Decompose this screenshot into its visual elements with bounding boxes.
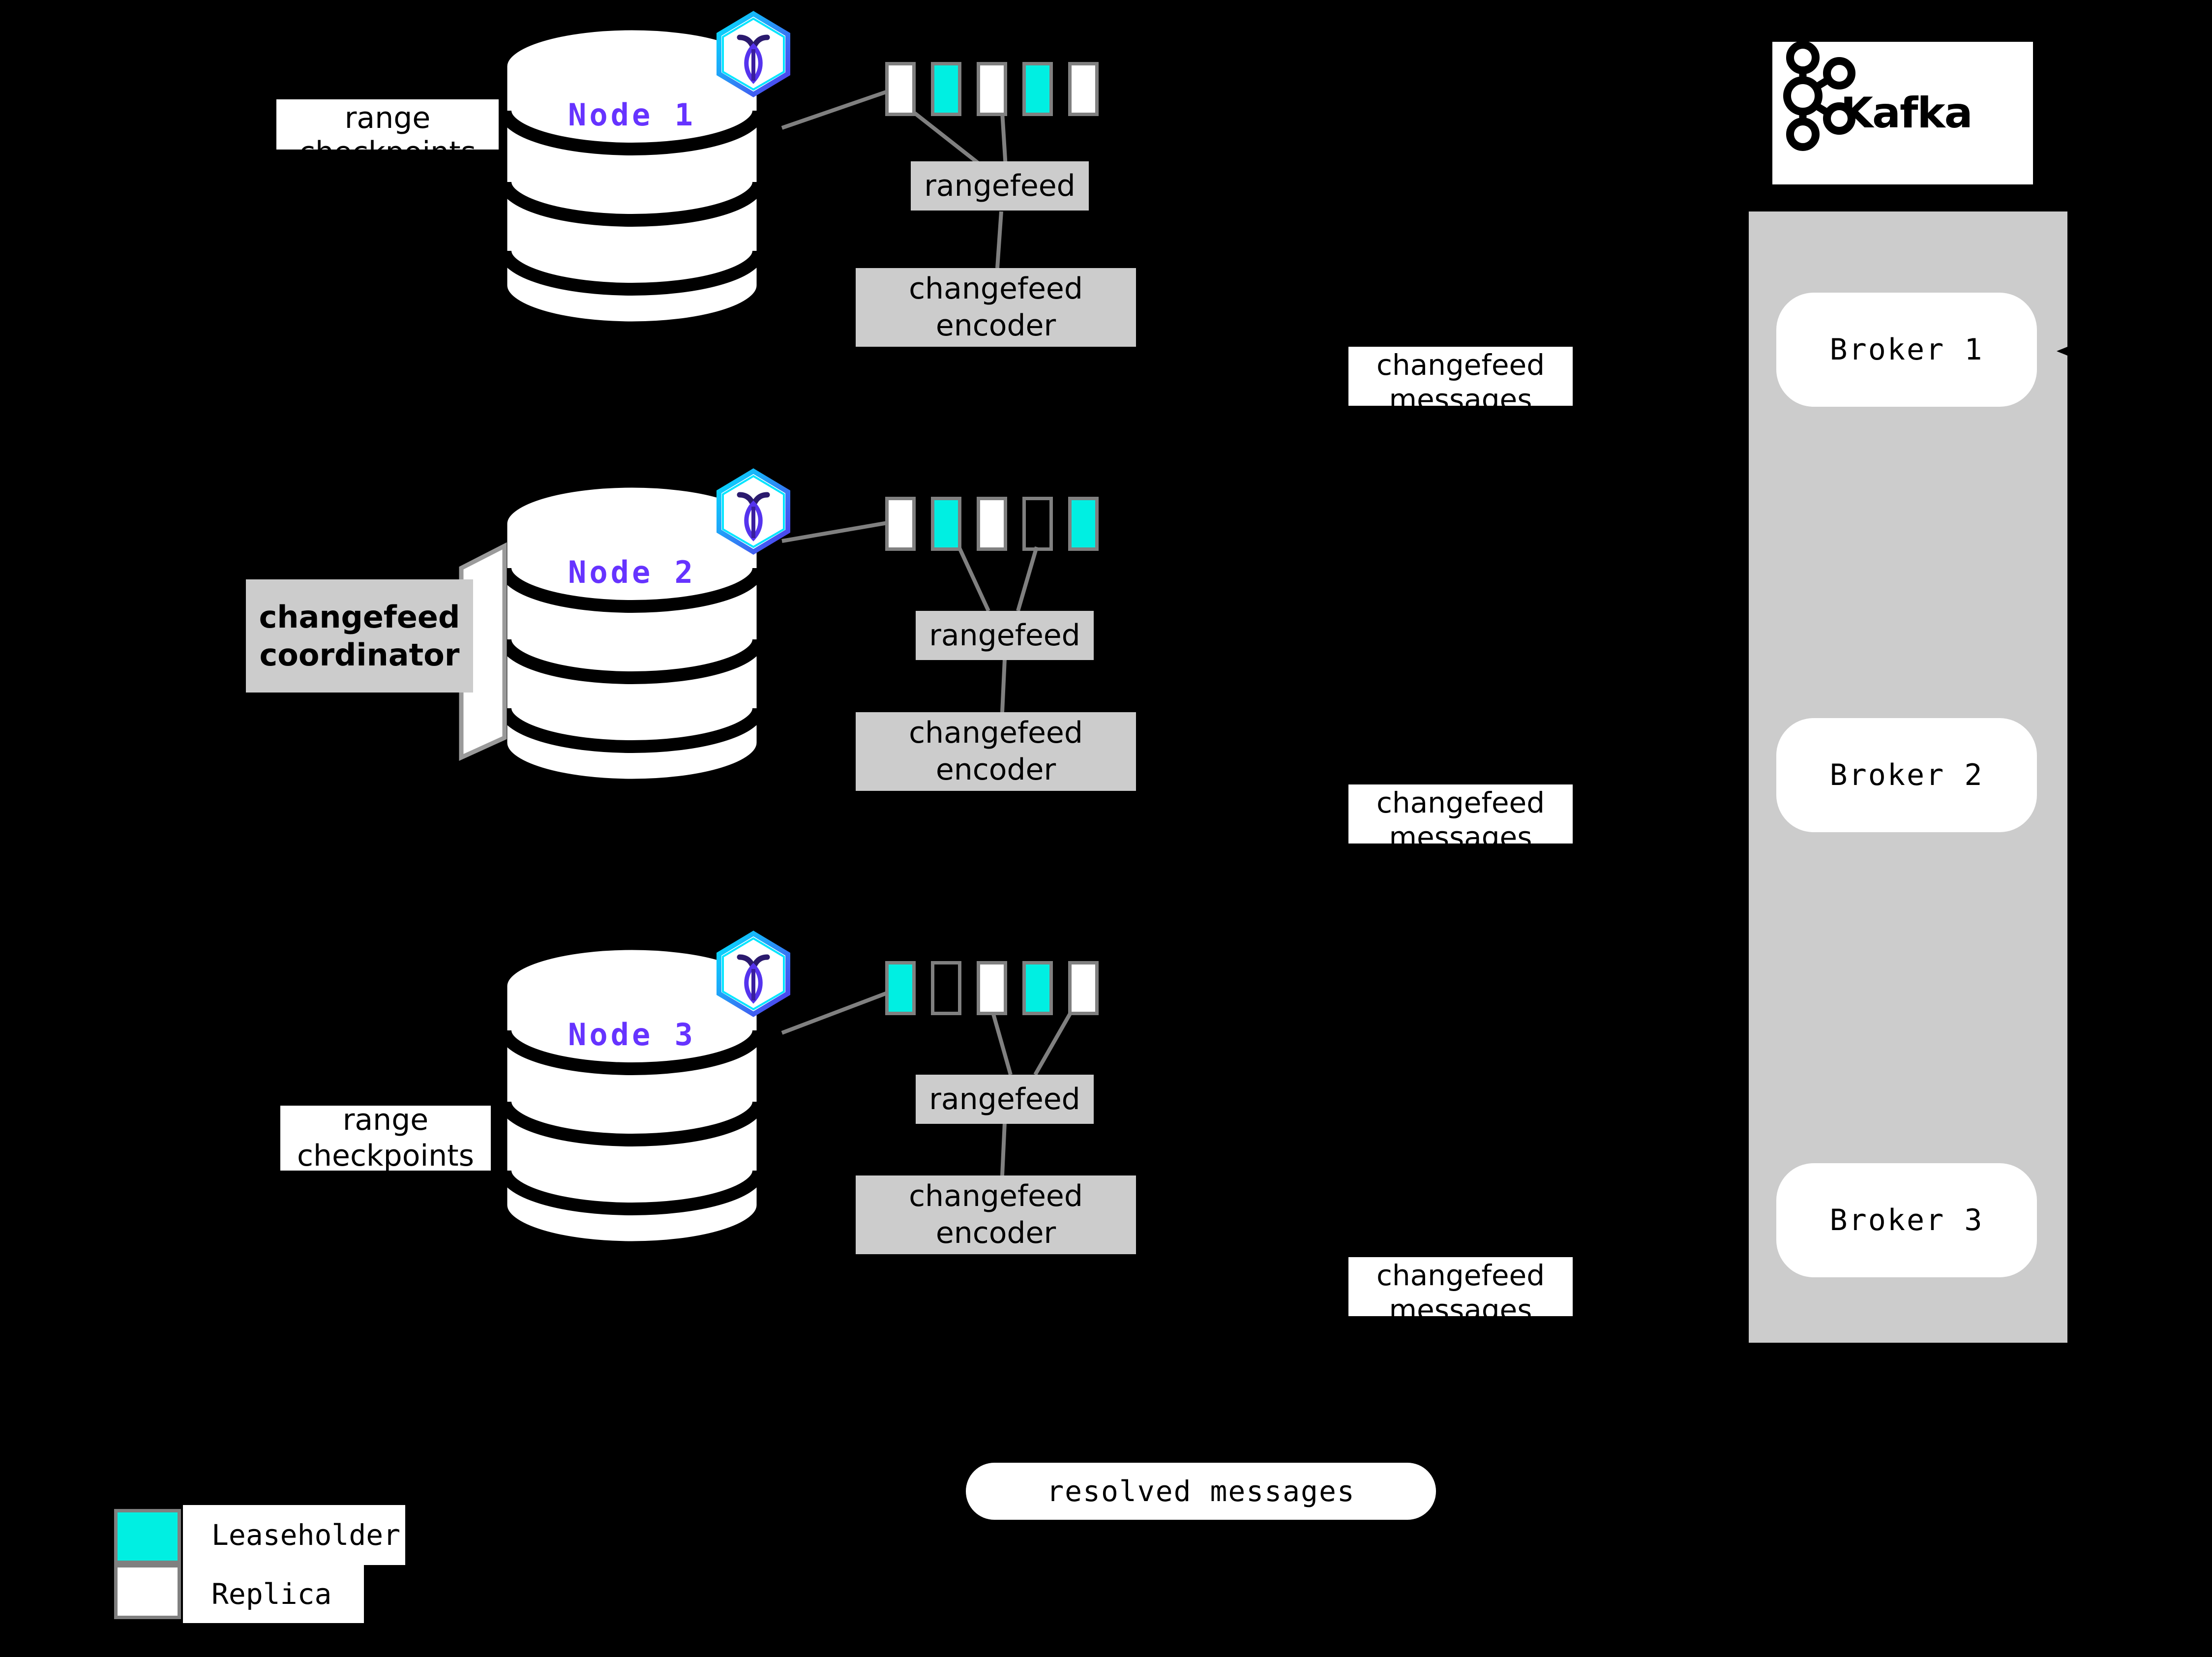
resolved-messages-pill[interactable]: resolved messages: [966, 1463, 1436, 1520]
node-2-label: Node 2: [568, 554, 696, 590]
connector-node2-replica4-rangefeed: [1016, 546, 1039, 612]
node-3-range-checkpoints-line1: range: [342, 1102, 429, 1137]
node-3-encoder-line2: encoder: [935, 1216, 1056, 1250]
connector-node2-to-replicas: [781, 519, 897, 543]
node-3-cylinder: Node 3: [499, 945, 765, 1246]
kafka-node-graph-icon: [1783, 41, 1855, 151]
connector-node3-replica5-rangefeed: [1033, 1002, 1078, 1076]
changefeed-messages-2-line1: changefeed: [1376, 786, 1545, 819]
coordinator-line1: changefeed: [259, 599, 460, 635]
cockroachdb-logo-icon-node3: [717, 931, 790, 1017]
changefeed-messages-3-line2: messages: [1389, 1293, 1532, 1326]
leaseholder-box[interactable]: [885, 961, 916, 1015]
connector-node2-rangefeed-encoder: [1000, 659, 1007, 713]
node-2-rangefeed-box[interactable]: rangefeed: [916, 611, 1094, 660]
leaseholder-box[interactable]: [1022, 62, 1053, 116]
changefeed-coordinator-box[interactable]: changefeed coordinator: [246, 579, 473, 693]
node-3-range-checkpoints-line2: checkpoints: [297, 1139, 474, 1173]
node-2-encoder-line1: changefeed: [909, 716, 1083, 750]
node-3-rangefeed-box[interactable]: rangefeed: [916, 1075, 1094, 1124]
empty-replica-box[interactable]: [1022, 497, 1053, 551]
changefeed-messages-3-line1: changefeed: [1376, 1259, 1545, 1292]
node-3-encoder-line1: changefeed: [909, 1179, 1083, 1213]
connector-node1-to-replicas: [781, 87, 897, 130]
node-1-rangefeed-box[interactable]: rangefeed: [911, 161, 1089, 211]
leaseholder-box[interactable]: [1022, 961, 1053, 1015]
connector-node3-replica3-rangefeed: [991, 1013, 1013, 1076]
changefeed-messages-label-2: changefeed messages: [1348, 784, 1573, 854]
inbound-arrow-icon-broker1: [2057, 340, 2083, 362]
empty-replica-box[interactable]: [931, 961, 961, 1015]
node-2-changefeed-encoder-box[interactable]: changefeed encoder: [856, 712, 1136, 791]
connector-node1-replica1-rangefeed: [913, 111, 985, 169]
connector-node3-rangefeed-encoder: [1000, 1122, 1007, 1176]
node-3-range-checkpoints-label: range checkpoints: [280, 1103, 491, 1173]
node-2-cylinder: Node 2: [499, 483, 765, 783]
node-1-encoder-line2: encoder: [935, 308, 1056, 343]
legend-swatch-leaseholder: [114, 1509, 181, 1564]
node-1-changefeed-encoder-box[interactable]: changefeed encoder: [856, 268, 1136, 347]
connector-node1-replica3-rangefeed: [1000, 112, 1008, 168]
node-1-encoder-line1: changefeed: [909, 271, 1083, 306]
node-1-range-checkpoints-label: range checkpoints: [276, 99, 499, 170]
leaseholder-box[interactable]: [1068, 497, 1099, 551]
connector-node3-to-replicas: [781, 988, 897, 1035]
replica-box[interactable]: [1068, 62, 1099, 116]
kafka-logo-box: Kafka: [1772, 41, 2033, 184]
broker-2-box[interactable]: Broker 2: [1776, 718, 2037, 832]
node-1-label: Node 1: [568, 97, 696, 133]
node-2-encoder-line2: encoder: [935, 753, 1056, 787]
broker-1-box[interactable]: Broker 1: [1776, 293, 2037, 407]
leaseholder-box[interactable]: [931, 497, 961, 551]
node-1-range-checkpoints-line1: range: [344, 101, 431, 135]
legend-label-leaseholder: Leaseholder: [183, 1505, 405, 1565]
coordinator-line2: coordinator: [259, 637, 460, 673]
node-1-range-checkpoints-line2: checkpoints: [299, 135, 476, 170]
node-1-cylinder: Node 1: [499, 26, 765, 326]
changefeed-messages-label-3: changefeed messages: [1348, 1257, 1573, 1326]
legend-swatch-replica: [114, 1564, 181, 1619]
connector-node2-replica2-rangefeed: [957, 546, 990, 612]
broker-3-box[interactable]: Broker 3: [1776, 1163, 2037, 1277]
node-3-label: Node 3: [568, 1017, 696, 1053]
replica-box[interactable]: [977, 497, 1007, 551]
replica-box[interactable]: [885, 62, 916, 116]
changefeed-messages-1-line1: changefeed: [1376, 348, 1545, 382]
replica-box[interactable]: [1068, 961, 1099, 1015]
changefeed-messages-2-line2: messages: [1389, 820, 1532, 854]
leaseholder-box[interactable]: [931, 62, 961, 116]
kafka-logo-text: Kafka: [1840, 89, 1973, 138]
cockroachdb-logo-icon-node1: [717, 11, 790, 97]
changefeed-messages-1-line2: messages: [1389, 383, 1532, 416]
changefeed-messages-label-1: changefeed messages: [1348, 347, 1573, 416]
legend-label-replica: Replica: [183, 1565, 364, 1623]
connector-node1-rangefeed-encoder: [995, 211, 1003, 269]
node-3-changefeed-encoder-box[interactable]: changefeed encoder: [856, 1175, 1136, 1254]
replica-box[interactable]: [977, 961, 1007, 1015]
cockroachdb-logo-icon-node2: [717, 468, 790, 555]
replica-box[interactable]: [977, 62, 1007, 116]
replica-box[interactable]: [885, 497, 916, 551]
